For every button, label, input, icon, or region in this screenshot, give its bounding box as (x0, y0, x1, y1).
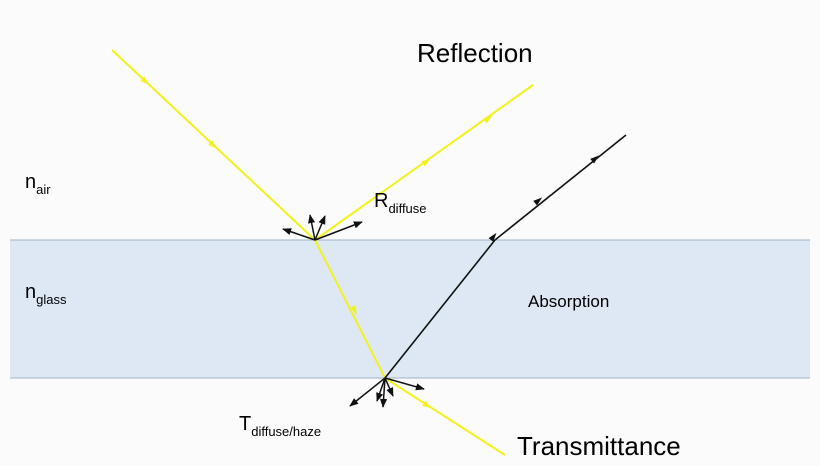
light-direction-arrows (140, 76, 493, 409)
arrowhead (422, 400, 432, 409)
r-diffuse-symbol: R (374, 190, 388, 212)
t-diffuse-symbol: T (239, 413, 251, 435)
scatter-arrow (314, 215, 326, 241)
arrowhead (350, 305, 357, 315)
glass-slab (10, 240, 810, 378)
scatter-arrow (308, 214, 316, 241)
arrowhead (590, 155, 600, 164)
n-air-label: nair (25, 171, 51, 197)
scatter-arrow (384, 377, 394, 397)
arrowhead (421, 158, 431, 167)
t-diffuse-subscript: diffuse/haze (251, 424, 321, 439)
n-glass-subscript: glass (36, 292, 67, 307)
arrowhead (208, 140, 217, 149)
absorption-label: Absorption (528, 292, 609, 311)
diffuse-transmission-scatter (349, 377, 425, 408)
scatter-arrow (379, 377, 388, 408)
n-air-symbol: n (25, 171, 36, 193)
scatter-arrow (349, 377, 386, 407)
absorbed-ray-in-glass (384, 239, 496, 379)
scatter-arrow (282, 228, 316, 241)
reflection-label: Reflection (417, 38, 533, 68)
diffuse-reflection-scatter (282, 214, 363, 241)
r-diffuse-subscript: diffuse (388, 201, 426, 216)
n-glass-label: nglass (25, 281, 67, 307)
transmittance-label: Transmittance (517, 431, 681, 461)
refracted-ray (314, 239, 386, 379)
escaping-ray (494, 134, 627, 241)
t-diffuse-label: Tdiffuse/haze (239, 413, 321, 439)
scatter-arrow (314, 221, 363, 241)
n-air-subscript: air (36, 182, 51, 197)
scatter-arrow (384, 377, 425, 391)
absorption-direction-arrows (488, 155, 600, 242)
arrowhead (140, 76, 149, 85)
n-glass-symbol: n (25, 281, 36, 303)
transmitted-ray (384, 377, 506, 456)
r-diffuse-label: Rdiffuse (374, 190, 427, 216)
arrowhead (488, 232, 497, 242)
scatter-arrow (376, 377, 386, 402)
arrowhead (483, 115, 493, 124)
arrowhead (533, 197, 543, 206)
absorption-path (384, 134, 627, 379)
